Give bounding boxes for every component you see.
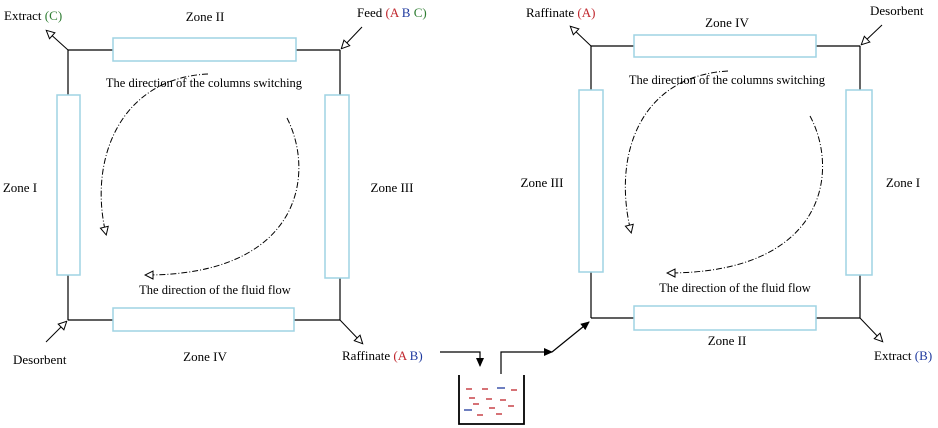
right-column-bottom xyxy=(633,305,817,331)
right-column-right xyxy=(845,89,873,276)
left-loop-lines xyxy=(67,49,341,321)
right-extract-arrow xyxy=(859,317,882,341)
left-smb-system: Zone II Zone I Zone III Zone IV The dire… xyxy=(3,5,427,367)
right-raffinate-arrow xyxy=(571,27,592,47)
left-raffinate-arrow xyxy=(339,319,362,343)
pipe-from-vessel xyxy=(500,348,553,374)
left-column-right xyxy=(324,94,350,279)
transfer-vessel-group xyxy=(440,321,590,425)
right-switching-direction-text: The direction of the columns switching xyxy=(629,73,826,87)
right-raffinate-label: Raffinate (A) xyxy=(526,5,595,20)
left-column-top xyxy=(112,37,297,62)
left-extract-label: Extract (C) xyxy=(4,8,62,23)
left-switching-direction-text: The direction of the columns switching xyxy=(106,76,303,90)
right-loop-lines xyxy=(590,45,861,319)
right-zone-bottom-label: Zone II xyxy=(708,333,747,348)
pipe-to-vessel xyxy=(440,351,484,367)
right-zone-left-label: Zone III xyxy=(521,175,564,190)
right-zone-top-label: Zone IV xyxy=(705,15,749,30)
right-zone-right-label: Zone I xyxy=(886,175,920,190)
left-zone-top-label: Zone II xyxy=(186,9,225,24)
left-flow-direction-text: The direction of the fluid flow xyxy=(139,283,291,297)
right-column-left xyxy=(578,89,604,273)
vessel-mixture-marks xyxy=(464,387,517,416)
pipe-to-right-system xyxy=(551,321,590,353)
left-zone-bottom-label: Zone IV xyxy=(183,349,227,364)
left-zone-right-label: Zone III xyxy=(371,180,414,195)
right-switching-direction-arrow xyxy=(625,70,729,232)
left-desorbent-arrow xyxy=(45,322,66,343)
left-switching-direction-arrow xyxy=(101,73,209,234)
left-feed-label: Feed (A B C) xyxy=(357,5,427,20)
right-desorbent-arrow xyxy=(862,24,883,44)
right-column-top xyxy=(633,34,817,58)
right-smb-system: Zone IV Zone III Zone I Zone II The dire… xyxy=(521,3,933,363)
right-extract-label: Extract (B) xyxy=(874,348,932,363)
left-zone-left-label: Zone I xyxy=(3,180,37,195)
right-flow-direction-arrow xyxy=(668,115,824,273)
left-desorbent-label: Desorbent xyxy=(13,352,67,367)
storage-vessel xyxy=(458,375,525,425)
right-desorbent-label: Desorbent xyxy=(870,3,924,18)
right-flow-direction-text: The direction of the fluid flow xyxy=(659,281,811,295)
left-feed-arrow xyxy=(342,26,363,48)
left-raffinate-label: Raffinate (A B) xyxy=(342,348,423,363)
left-column-left xyxy=(56,94,81,276)
left-extract-arrow xyxy=(47,31,69,51)
left-column-bottom xyxy=(112,307,295,332)
left-flow-direction-arrow xyxy=(146,117,300,275)
